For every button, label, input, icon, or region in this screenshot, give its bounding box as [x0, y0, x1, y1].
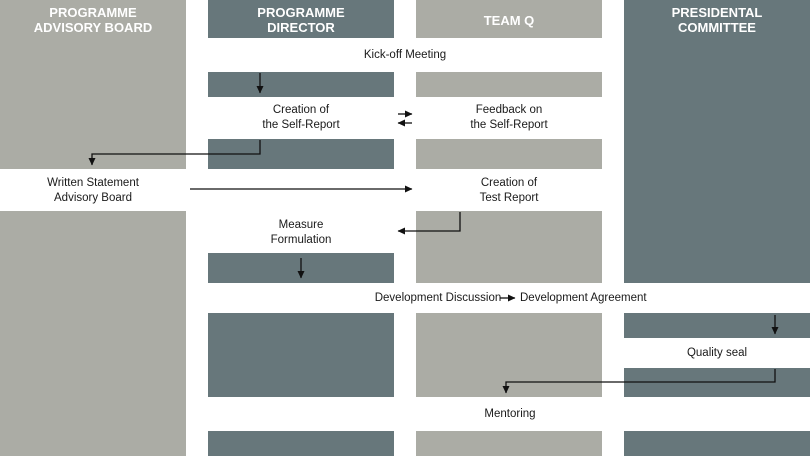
step-line: Development Agreement: [520, 292, 647, 304]
header-line: TEAM Q: [483, 12, 535, 28]
step-line: Measure: [278, 219, 324, 231]
step-measure-formulation: Measure Formulation: [216, 218, 386, 248]
band-kickoff: [208, 38, 602, 72]
band-self-report: [208, 97, 602, 139]
band-written-statement: [0, 169, 602, 211]
step-line: Advisory Board: [54, 192, 132, 204]
header-line: PROGRAMME: [49, 5, 137, 20]
band-measure-formulation: [208, 211, 416, 253]
header-line: COMMITTEE: [677, 20, 756, 35]
step-development-agreement: Development Agreement: [520, 291, 647, 306]
band-mentoring: [186, 397, 810, 431]
step-creation-test-report: Creation of Test Report: [424, 176, 594, 206]
step-line: Development Discussion: [374, 292, 502, 304]
step-line: Creation of: [480, 177, 538, 189]
band-quality-seal: [624, 338, 810, 368]
step-line: Written Statement: [47, 177, 139, 189]
header-line: PROGRAMME: [257, 5, 345, 20]
step-line: the Self-Report: [262, 119, 340, 131]
step-line: Formulation: [270, 234, 332, 246]
step-line: Feedback on: [475, 104, 543, 116]
step-mentoring: Mentoring: [450, 407, 570, 422]
arrow-self-report-to-written-statement: [88, 140, 261, 166]
step-feedback-self-report: Feedback on the Self-Report: [424, 103, 594, 133]
step-line: Kick-off Meeting: [363, 49, 447, 61]
step-line: Mentoring: [484, 408, 536, 420]
step-quality-seal: Quality seal: [664, 346, 770, 361]
step-creation-self-report: Creation of the Self-Report: [216, 103, 386, 133]
header-line: DIRECTOR: [267, 20, 335, 35]
arrow-test-report-to-measure: [397, 212, 461, 235]
header-team-q: TEAM Q: [416, 4, 602, 36]
step-line: Quality seal: [686, 347, 748, 359]
step-development-discussion: Development Discussion: [372, 291, 504, 306]
step-written-statement: Written Statement Advisory Board: [8, 176, 178, 206]
header-line: ADVISORY BOARD: [33, 20, 153, 35]
header-line: PRESIDENTAL: [671, 5, 763, 20]
arrow-quality-seal-to-mentoring: [502, 369, 776, 394]
step-line: Test Report: [479, 192, 539, 204]
step-kickoff-meeting: Kick-off Meeting: [305, 48, 505, 63]
column-presidental-committee: [624, 0, 810, 456]
step-line: the Self-Report: [470, 119, 548, 131]
column-advisory-board: [0, 0, 186, 456]
band-development: [186, 283, 810, 313]
step-line: Creation of: [272, 104, 330, 116]
column-team-q: [416, 0, 602, 456]
